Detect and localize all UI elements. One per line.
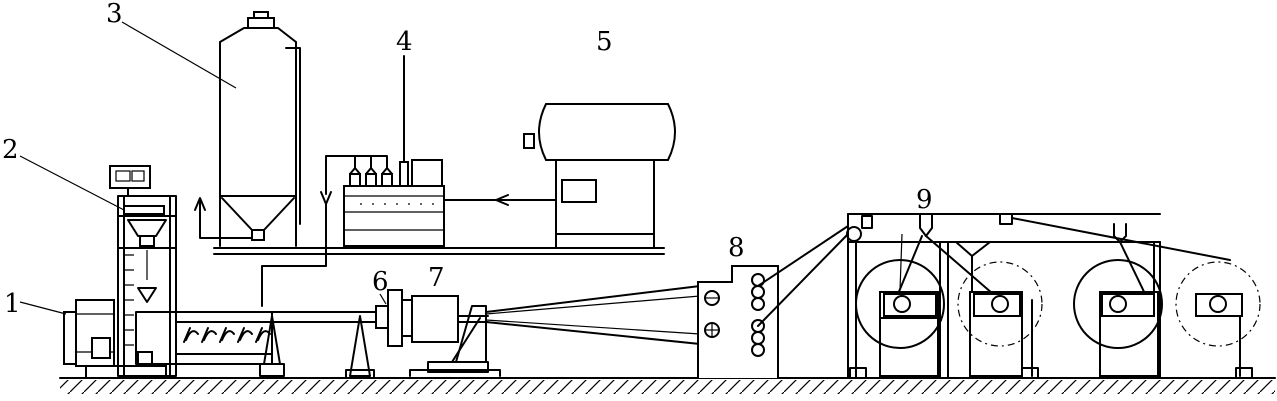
callout-2: 2 (2, 135, 19, 165)
feeder-frame (109, 165, 177, 377)
callout-3: 3 (106, 0, 123, 29)
callout-1: 1 (4, 289, 21, 319)
upper-platform (213, 247, 665, 255)
callout-9: 9 (916, 185, 933, 215)
callout-5: 5 (596, 27, 613, 57)
calibrator (409, 295, 501, 377)
winding-station (846, 213, 1261, 379)
callout-7: 7 (428, 263, 445, 293)
haul-off-unit (697, 225, 849, 378)
die-head (375, 289, 413, 347)
dosing-unit (320, 55, 445, 247)
extruder-barrel (135, 311, 385, 379)
ground (59, 377, 1276, 394)
product-web (485, 285, 701, 345)
callout-8: 8 (728, 233, 745, 263)
leader-lines (19, 21, 903, 315)
callout-4: 4 (396, 27, 413, 57)
silo (219, 11, 301, 247)
silo-feed-pipe (194, 197, 253, 239)
additive-pipe (261, 203, 327, 307)
callout-6: 6 (372, 267, 389, 297)
storage-tank (443, 103, 676, 249)
drive-motor (63, 299, 167, 379)
